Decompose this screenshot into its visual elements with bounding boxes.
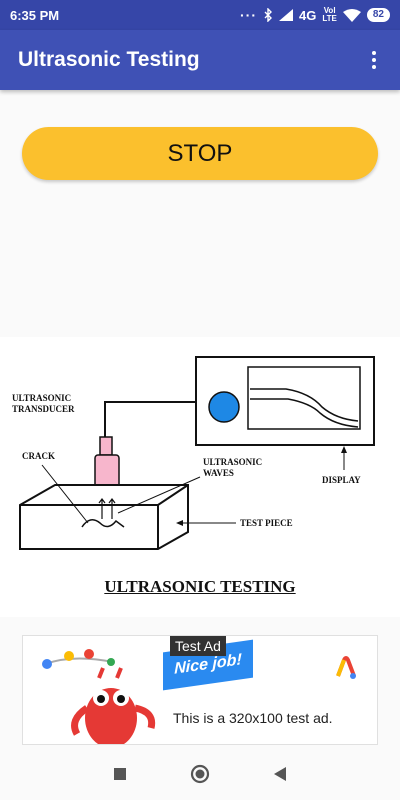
- app-title: Ultrasonic Testing: [18, 48, 200, 71]
- label-crack: CRACK: [22, 451, 55, 461]
- label-display: DISPLAY: [322, 475, 361, 485]
- square-icon: [114, 768, 126, 780]
- status-bar: 6:35 PM ··· 4G Vol LTE 82: [0, 0, 400, 30]
- back-button[interactable]: [260, 754, 300, 794]
- overflow-dot: [372, 65, 376, 69]
- display-screen: [247, 366, 361, 430]
- volte-indicator: Vol LTE: [322, 7, 337, 23]
- navigation-bar: [0, 748, 400, 800]
- overflow-dot: [372, 58, 376, 62]
- home-button[interactable]: [180, 754, 220, 794]
- network-type: 4G: [299, 7, 317, 23]
- recents-button[interactable]: [100, 754, 140, 794]
- ad-text: This is a 320x100 test ad.: [173, 710, 333, 726]
- transducer-cable: [104, 401, 196, 440]
- label-test-piece: TEST PIECE: [240, 518, 293, 528]
- app-bar: Ultrasonic Testing: [0, 30, 400, 90]
- overflow-menu-icon[interactable]: [366, 45, 382, 75]
- waves-pointer: [117, 476, 201, 514]
- wifi-icon: [342, 8, 361, 22]
- diagram-caption: ULTRASONIC TESTING: [104, 577, 296, 596]
- signal-icon: [279, 9, 294, 21]
- waveform-upper: [250, 388, 359, 422]
- display-indicator: [208, 391, 240, 423]
- stop-button[interactable]: STOP: [22, 127, 378, 180]
- label-waves-line2: WAVES: [203, 468, 234, 478]
- status-icons: ··· 4G Vol LTE 82: [240, 7, 390, 23]
- crack-pointer: [41, 464, 89, 524]
- wave-arrows: [98, 498, 116, 519]
- status-time: 6:35 PM: [10, 7, 60, 23]
- banner-ad[interactable]: Nice job! Test Ad This is a 320x100 test…: [22, 635, 378, 745]
- circle-icon: [190, 764, 210, 784]
- ad-mascot-image: [33, 642, 173, 744]
- volte-bottom: LTE: [322, 14, 337, 23]
- bluetooth-icon: [264, 8, 273, 22]
- test-piece-block: [19, 484, 189, 550]
- label-transducer-line2: TRANSDUCER: [12, 404, 75, 414]
- test-piece-edges: [20, 484, 189, 549]
- overflow-dot: [372, 51, 376, 55]
- notification-dots: ···: [240, 7, 258, 23]
- waveform-lower: [250, 398, 359, 428]
- transducer-top: [99, 436, 113, 456]
- battery-indicator: 82: [366, 8, 390, 22]
- test-piece-arrowhead: [176, 520, 183, 526]
- label-waves-line1: ULTRASONIC: [203, 457, 262, 467]
- diagram-illustration: ULTRASONIC TRANSDUCER CRACK ULTRASONIC W…: [12, 356, 375, 550]
- label-transducer-line1: ULTRASONIC: [12, 393, 71, 403]
- ultrasonic-diagram: ULTRASONIC TRANSDUCER CRACK ULTRASONIC W…: [0, 337, 400, 617]
- display-arrowhead: [341, 446, 347, 453]
- ad-logo-icon: [331, 652, 361, 687]
- triangle-back-icon: [274, 767, 286, 781]
- volte-top: Vol: [323, 6, 336, 15]
- test-ad-badge: Test Ad: [170, 636, 226, 656]
